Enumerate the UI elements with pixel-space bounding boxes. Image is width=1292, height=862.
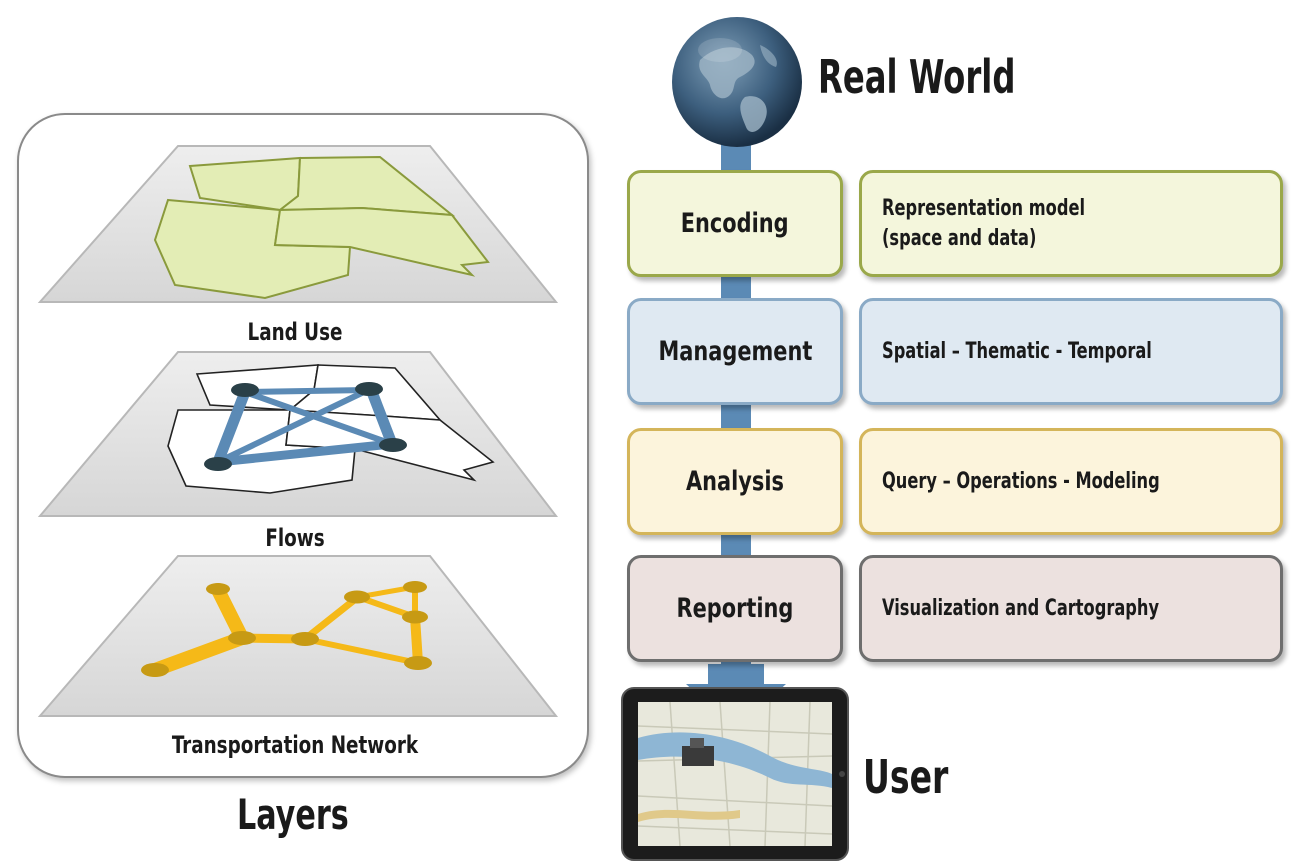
- stage-reporting: Reporting: [627, 555, 843, 662]
- real-world-label: Real World: [818, 50, 1016, 104]
- management-description: Spatial – Thematic - Temporal: [859, 298, 1283, 405]
- user-label: User: [863, 750, 949, 804]
- layers-illustration: [37, 145, 559, 717]
- analysis-description: Query – Operations - Modeling: [859, 428, 1283, 535]
- stage-analysis: Analysis: [627, 428, 843, 535]
- layer-label-flows: Flows: [265, 524, 325, 552]
- transportation-network-layer: [37, 555, 559, 717]
- land-use-layer: [37, 145, 559, 303]
- stage-management: Management: [627, 298, 843, 405]
- reporting-desc-line1: Visualization and Cartography: [882, 595, 1160, 621]
- flows-layer: [37, 351, 559, 517]
- layers-title: Layers: [237, 790, 349, 839]
- layer-label-transportation-network: Transportation Network: [171, 731, 419, 759]
- layer-label-land-use: Land Use: [247, 318, 343, 346]
- stage-analysis-label: Analysis: [686, 466, 784, 497]
- tablet-map-icon: [621, 687, 849, 861]
- analysis-desc-line1: Query – Operations - Modeling: [882, 468, 1160, 494]
- stage-reporting-label: Reporting: [676, 593, 794, 624]
- encoding-desc-line1: Representation model: [882, 195, 1086, 221]
- stage-encoding-label: Encoding: [681, 208, 789, 239]
- stage-management-label: Management: [658, 336, 812, 367]
- encoding-description: Representation model (space and data): [859, 170, 1283, 277]
- encoding-desc-line2: (space and data): [882, 225, 1037, 251]
- reporting-description: Visualization and Cartography: [859, 555, 1283, 662]
- stage-encoding: Encoding: [627, 170, 843, 277]
- management-desc-line1: Spatial – Thematic - Temporal: [882, 338, 1152, 364]
- globe-icon: [672, 17, 802, 147]
